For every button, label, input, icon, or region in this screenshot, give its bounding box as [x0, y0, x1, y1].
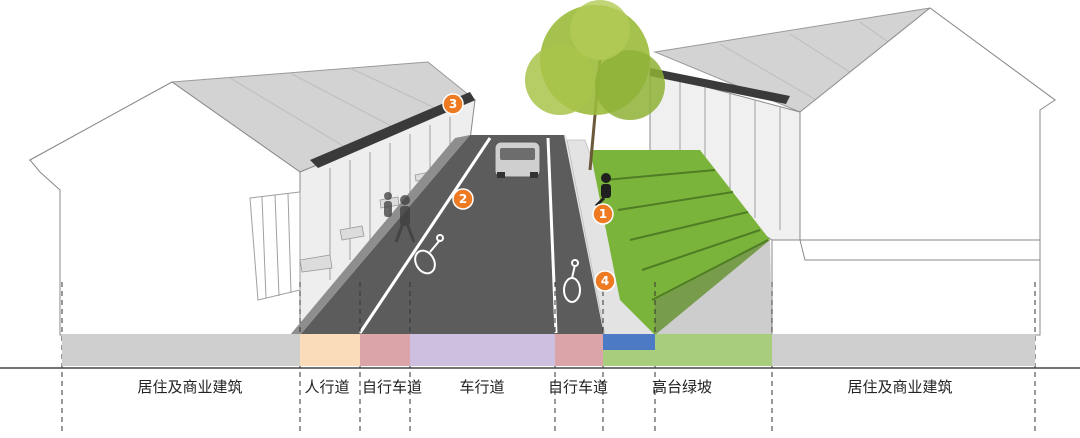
- road: [290, 134, 606, 336]
- zone-label: 高台绿坡: [652, 378, 712, 396]
- bicycle-icon: [563, 259, 581, 303]
- zone-labels: 居住及商业建筑人行道自行车道车行道自行车道高台绿坡居住及商业建筑: [137, 378, 952, 396]
- marker-number: 3: [449, 97, 457, 111]
- zone-bar: [410, 334, 555, 366]
- zone-label: 人行道: [304, 378, 349, 396]
- marker-number: 1: [599, 207, 607, 221]
- green-terraces: [590, 150, 772, 335]
- marker-2: 2: [452, 188, 474, 210]
- permeable-strip: [603, 334, 655, 350]
- tree-icon: [525, 0, 665, 171]
- marker-number: 4: [601, 274, 609, 288]
- zone-bar: [555, 334, 603, 366]
- marker-4: 4: [594, 270, 616, 292]
- seated-person-icon: [594, 173, 611, 208]
- marker-circle: [452, 188, 474, 210]
- markers: 1 2 3 4: [442, 93, 616, 292]
- marker-3: 3: [442, 93, 464, 115]
- zone-label: 居住及商业建筑: [137, 378, 242, 396]
- zone-color-bar: [62, 334, 1035, 366]
- marker-circle: [442, 93, 464, 115]
- zone-label: 车行道: [459, 378, 504, 396]
- pedestrian-icon: [384, 192, 416, 243]
- zone-bar: [300, 334, 360, 366]
- marker-number: 2: [459, 192, 467, 206]
- zone-bar: [360, 334, 410, 366]
- car-icon: [494, 141, 541, 178]
- marker-circle: [594, 270, 616, 292]
- zone-bar: [62, 334, 300, 366]
- zone-label: 自行车道: [362, 378, 422, 396]
- marker-1: 1: [592, 203, 614, 225]
- right-building: [649, 7, 1057, 336]
- zone-bar: [772, 334, 1035, 366]
- bicycle-icon: [414, 234, 444, 275]
- marker-circle: [592, 203, 614, 225]
- zone-label: 自行车道: [548, 378, 608, 396]
- zone-label: 居住及商业建筑: [847, 378, 952, 396]
